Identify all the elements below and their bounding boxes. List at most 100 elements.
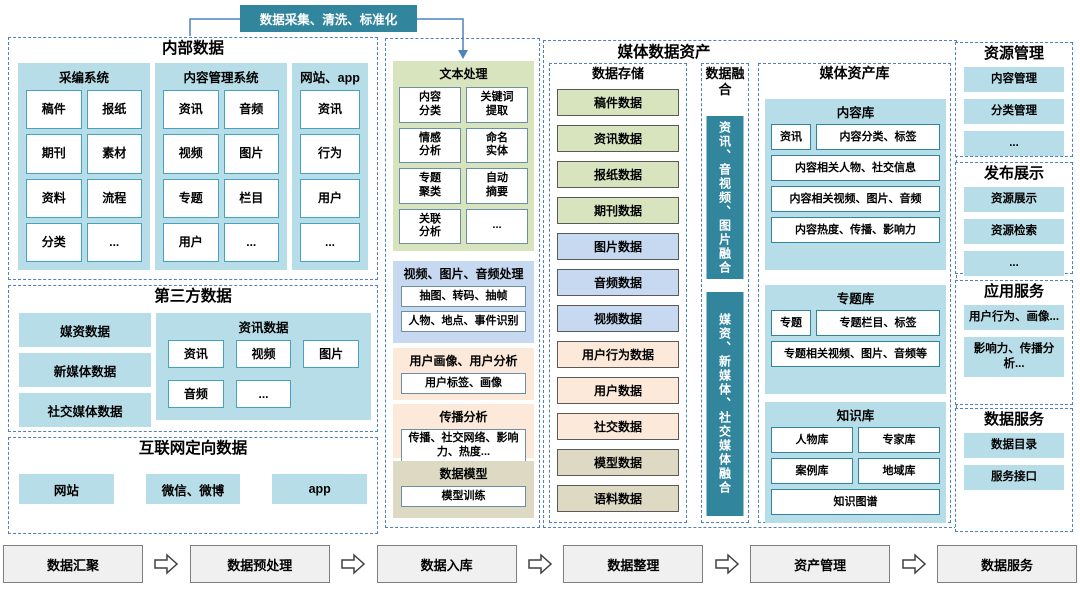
internal-groups: 采编系统稿件报纸期刊素材资料流程分类...内容管理系统资讯音频视频图片专题栏目用… — [18, 63, 368, 270]
library-row: 案例库地域库 — [771, 458, 940, 484]
library-cell: 内容相关视频、图片、音频 — [771, 186, 940, 212]
processing-item: 自动摘要 — [466, 168, 528, 204]
processing-item: 人物、地点、事件识别 — [401, 311, 526, 332]
processing-items: 传播、社交网络、影响力、热度... — [393, 427, 534, 470]
processing-item: 模型训练 — [401, 486, 526, 507]
thirdparty-item: 媒资数据 — [19, 313, 151, 347]
library-cell: 人物库 — [771, 427, 853, 453]
thirdparty-data-box: 第三方数据 媒资数据新媒体数据社交媒体数据 资讯数据 资讯视频图片音频... — [8, 285, 378, 432]
library-cell: 内容分类、标签 — [816, 124, 940, 150]
right-arrow-icon — [341, 553, 366, 575]
storage-title: 数据存储 — [591, 66, 644, 81]
library-rows: 资讯内容分类、标签内容相关人物、社交信息内容相关视频、图片、音频内容热度、传播、… — [765, 123, 946, 249]
library-cell: 地域库 — [858, 458, 940, 484]
library-row: 资讯内容分类、标签 — [771, 124, 940, 150]
storage-item: 图片数据 — [557, 233, 679, 260]
service-box: 发布展示资源展示资源检索... — [955, 162, 1073, 276]
group-title: 采编系统 — [58, 71, 109, 85]
library-rows: 人物库专家库案例库地域库知识图谱 — [765, 426, 946, 521]
item-box: 报纸 — [86, 90, 142, 130]
news-data-items: 资讯视频图片音频... — [156, 338, 371, 420]
group-items: 资讯行为用户... — [292, 88, 368, 270]
library-row: 专题专题栏目、标签 — [771, 310, 940, 336]
item-box: 用户 — [300, 178, 360, 218]
item-box: 素材 — [86, 134, 142, 174]
item-box: ... — [223, 222, 279, 262]
processing-panel-title: 用户画像、用户分析 — [409, 354, 518, 368]
processing-item: 关联分析 — [399, 208, 461, 244]
service-item: ... — [964, 130, 1064, 156]
service-item: 服务接口 — [964, 464, 1064, 490]
storage-items: 稿件数据资讯数据报纸数据期刊数据图片数据音频数据视频数据用户行为数据用户数据社交… — [557, 89, 679, 512]
processing-item: 传播、社交网络、影响力、热度... — [401, 429, 526, 463]
library-section: 知识库人物库专家库案例库地域库知识图谱 — [765, 402, 946, 523]
thirdparty-item: 社交媒体数据 — [19, 393, 151, 427]
storage-item: 社交数据 — [557, 413, 679, 440]
service-title: 应用服务 — [983, 283, 1044, 300]
internet-item: 微信、微博 — [145, 474, 241, 504]
service-item: 分类管理 — [964, 98, 1064, 124]
storage-box: 数据存储 稿件数据资讯数据报纸数据期刊数据图片数据音频数据视频数据用户行为数据用… — [549, 63, 687, 523]
processing-panel: 视频、图片、音频处理抽图、转码、抽帧人物、地点、事件识别 — [393, 261, 534, 343]
library-cell: 知识图谱 — [771, 489, 940, 515]
storage-item: 视频数据 — [557, 305, 679, 332]
processing-item: 专题聚类 — [399, 168, 461, 204]
flow-arrow — [517, 545, 564, 583]
processing-panel-title: 数据模型 — [439, 467, 488, 481]
service-items: 内容管理分类管理... — [956, 65, 1072, 158]
service-title: 资源管理 — [983, 45, 1044, 62]
processing-panel: 用户画像、用户分析用户标签、画像 — [393, 348, 534, 400]
processing-item: 命名实体 — [466, 127, 528, 163]
storage-item: 用户行为数据 — [557, 341, 679, 368]
right-arrow-icon — [528, 553, 553, 575]
library-cell: 专家库 — [858, 427, 940, 453]
fusion-bar: 资讯、音视频、图片融合 — [706, 116, 744, 279]
flow-arrow — [143, 545, 190, 583]
item-box: 分类 — [26, 222, 82, 262]
item-box: 期刊 — [26, 134, 82, 174]
library-cell: 内容热度、传播、影响力 — [771, 217, 940, 243]
library-cell: 专题栏目、标签 — [816, 310, 940, 336]
item-box: 图片 — [223, 134, 279, 174]
flow-step: 数据服务 — [936, 545, 1077, 583]
item-box: ... — [300, 222, 360, 262]
library-cell: 案例库 — [771, 458, 853, 484]
news-data-title: 资讯数据 — [238, 321, 289, 335]
news-item: 音频 — [168, 380, 224, 408]
library-row: 内容相关视频、图片、音频 — [771, 186, 940, 212]
data-collection-badge: 数据采集、清洗、标准化 — [240, 5, 417, 32]
item-box: 资讯 — [163, 90, 219, 130]
thirdparty-side-items: 媒资数据新媒体数据社交媒体数据 — [19, 313, 151, 427]
item-box: 行为 — [300, 134, 360, 174]
library-section: 专题库专题专题栏目、标签专题相关视频、图片、音频等 — [765, 285, 946, 394]
thirdparty-item: 新媒体数据 — [19, 353, 151, 387]
flow-arrow — [703, 545, 750, 583]
group-items: 资讯音频视频图片专题栏目用户... — [155, 88, 287, 270]
service-items: 数据目录服务接口 — [956, 431, 1072, 492]
service-box: 应用服务用户行为、画像...影响力、传播分析... — [955, 280, 1073, 405]
item-box: 专题 — [163, 178, 219, 218]
service-item: 影响力、传播分析... — [964, 336, 1064, 377]
service-items: 用户行为、画像...影响力、传播分析... — [956, 303, 1072, 379]
fusion-bar: 媒资、新媒体、社交媒体融合 — [706, 292, 744, 516]
flow-arrow — [890, 545, 937, 583]
service-title: 数据服务 — [983, 411, 1044, 428]
library-section-title: 知识库 — [836, 409, 875, 423]
internet-item: app — [272, 474, 368, 504]
processing-panel: 传播分析传播、社交网络、影响力、热度... — [393, 404, 534, 463]
item-box: 视频 — [163, 134, 219, 174]
item-box: 音频 — [223, 90, 279, 130]
storage-item: 用户数据 — [557, 377, 679, 404]
library-row: 知识图谱 — [771, 489, 940, 515]
right-arrow-icon — [154, 553, 179, 575]
item-box: 资讯 — [300, 90, 360, 130]
flow-step: 资产管理 — [750, 545, 891, 583]
processing-items: 模型训练 — [393, 484, 534, 518]
processing-item: 情感分析 — [399, 127, 461, 163]
media-assets-title: 媒体数据资产 — [617, 44, 711, 61]
storage-item: 期刊数据 — [557, 197, 679, 224]
library-box: 媒体资产库 内容库资讯内容分类、标签内容相关人物、社交信息内容相关视频、图片、音… — [758, 63, 951, 523]
right-arrow-icon — [901, 553, 926, 575]
